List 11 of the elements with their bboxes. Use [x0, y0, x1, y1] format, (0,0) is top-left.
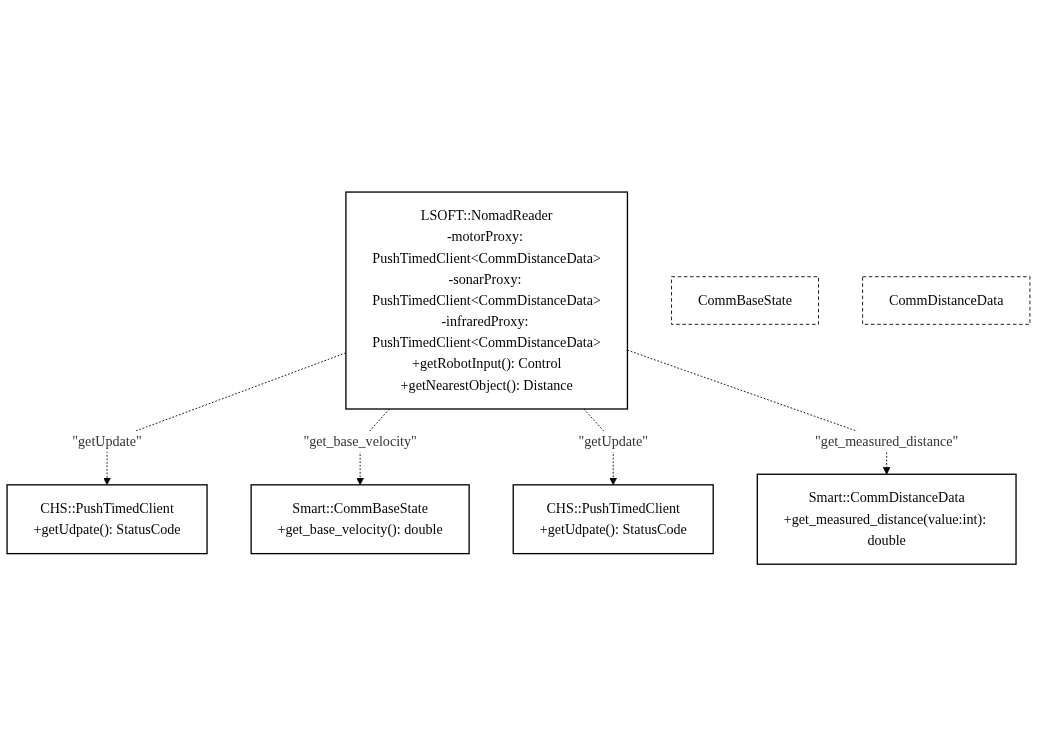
- node-box: Smart::CommBaseState +get_base_velocity(): double: [250, 484, 470, 555]
- edge-label: "get_base_velocity": [303, 433, 417, 449]
- node-box: CommDistanceData: [862, 276, 1031, 325]
- node-box: LSOFT::NomadReader -motorProxy: PushTimedClient<CommDistanceData> -sonarProxy: PushTimedClient<CommDistanceData> -infraredProxy: PushTimedClient<CommDistanceData> +getRobotInput(): Control +getNearestObject(): Distance: [345, 191, 629, 410]
- edge-label: "getUpdate": [72, 433, 142, 449]
- node-box: CommBaseState: [671, 276, 819, 325]
- edge-label: "get_measured_distance": [815, 433, 959, 449]
- node-box: CHS::PushTimedClient +getUdpate(): StatusCode: [6, 484, 208, 555]
- edge-label: "getUpdate": [578, 433, 648, 449]
- node-box: Smart::CommDistanceData +get_measured_distance(value:int): double: [756, 473, 1017, 565]
- node-box: CHS::PushTimedClient +getUdpate(): StatusCode: [512, 484, 714, 555]
